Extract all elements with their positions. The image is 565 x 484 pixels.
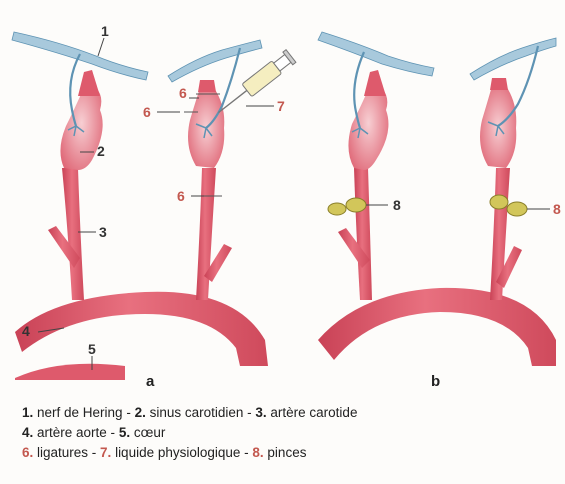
left-carotid-artery — [62, 168, 84, 300]
panel-b-label: b — [431, 373, 440, 390]
panel-a: 1 2 3 4 5 6 6 6 7 a — [12, 23, 296, 390]
aorta-arch-b — [318, 288, 556, 366]
callout-5: 5 — [88, 341, 96, 357]
hering-nerve-right-a — [168, 40, 262, 82]
left-sinus-tip — [78, 70, 100, 96]
aorta-arch — [15, 292, 268, 366]
right-sinus-tip-a — [198, 80, 216, 92]
legend-text-1: nerf de Hering - — [33, 405, 134, 420]
legend-num-7: 7. — [100, 445, 111, 460]
callout-6-side: 6 — [143, 104, 151, 120]
legend-text-7: liquide physiologique - — [111, 445, 252, 460]
legend-num-8: 8. — [252, 445, 263, 460]
legend-num-3: 3. — [255, 405, 266, 420]
callout-6-lower: 6 — [177, 188, 185, 204]
legend-text-4: artère aorte - — [33, 425, 119, 440]
legend-text-8: pinces — [264, 445, 307, 460]
panel-b: 8 8 b — [318, 32, 561, 390]
legend-text-6: ligatures - — [33, 445, 100, 460]
legend-num-2: 2. — [135, 405, 146, 420]
left-sinus-tip-b — [364, 70, 386, 96]
legend-num-4: 4. — [22, 425, 33, 440]
callout-8-left: 8 — [393, 197, 401, 213]
legend-num-1: 1. — [22, 405, 33, 420]
legend-text-2: sinus carotidien - — [146, 405, 256, 420]
callout-7: 7 — [277, 98, 285, 114]
left-carotid-artery-b — [354, 168, 372, 300]
callout-6-upper: 6 — [179, 85, 187, 101]
panel-a-label: a — [146, 373, 155, 390]
legend-num-5: 5. — [119, 425, 130, 440]
right-sinus-tip-b — [490, 78, 508, 90]
heart-shape — [15, 364, 125, 380]
callout-1: 1 — [101, 23, 109, 39]
legend-line-1: 1. nerf de Hering - 2. sinus carotidien … — [22, 403, 552, 423]
callout-4: 4 — [22, 323, 30, 339]
callout-3: 3 — [99, 224, 107, 240]
legend-text-3: artère carotide — [267, 405, 358, 420]
callout-8-right: 8 — [553, 201, 561, 217]
callout-2: 2 — [97, 143, 105, 159]
legend-line-2: 4. artère aorte - 5. cœur — [22, 423, 552, 443]
legend-text-5: cœur — [130, 425, 165, 440]
legend-line-3: 6. ligatures - 7. liquide physiologique … — [22, 443, 552, 463]
hering-nerve-right-b — [470, 38, 556, 80]
hering-nerve-left-b — [318, 32, 434, 76]
legend-num-6: 6. — [22, 445, 33, 460]
legend: 1. nerf de Hering - 2. sinus carotidien … — [22, 403, 552, 463]
